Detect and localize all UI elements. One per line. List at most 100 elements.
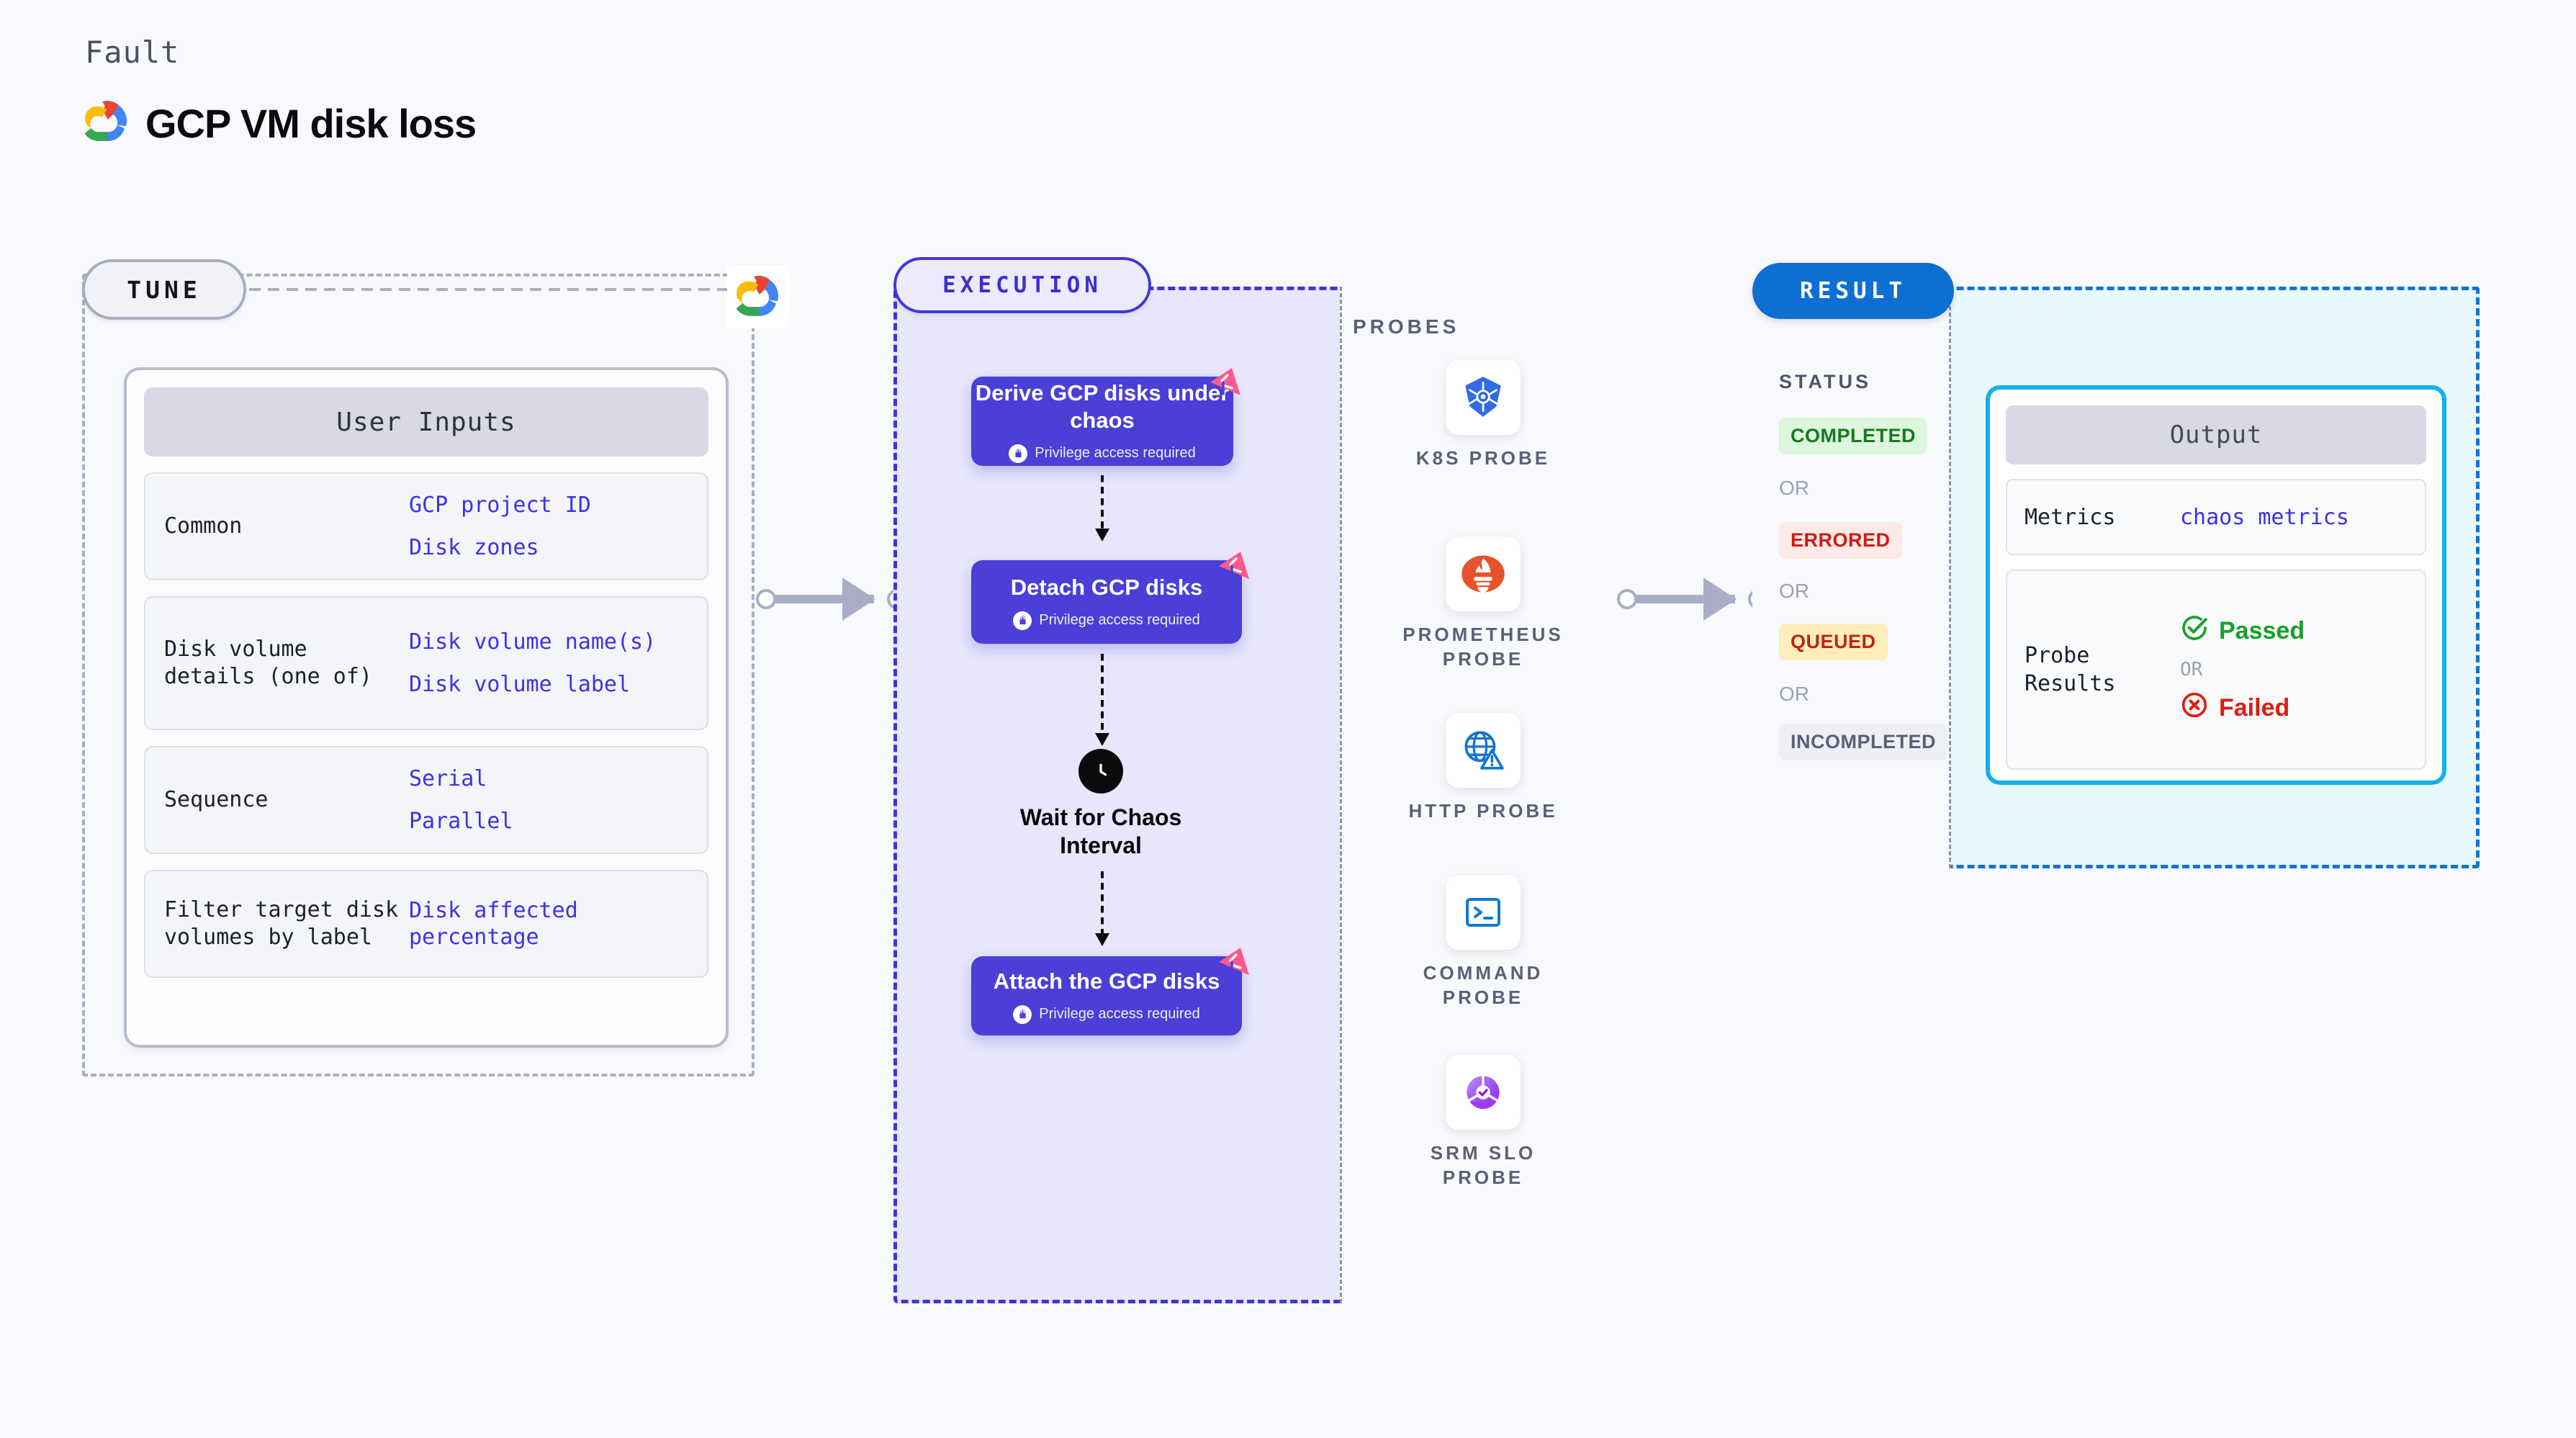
connector-execution-to-result bbox=[1617, 578, 1768, 621]
page-header: Fault GCP VM disk loss bbox=[84, 35, 477, 147]
probe-label: COMMAND PROBE bbox=[1423, 962, 1544, 1008]
flow-arrow bbox=[1095, 871, 1109, 946]
user-input-value[interactable]: Disk volume name(s) bbox=[409, 629, 657, 655]
kubernetes-icon bbox=[1446, 360, 1521, 435]
tune-connector-line bbox=[249, 288, 731, 291]
output-row-probe-results: Probe Results Passed OR bbox=[2006, 570, 2426, 770]
probe-label: PROMETHEUS PROBE bbox=[1402, 624, 1564, 670]
lock-icon bbox=[1013, 611, 1032, 630]
status-badge-completed: COMPLETED bbox=[1779, 418, 1928, 454]
check-circle-icon bbox=[2180, 614, 2209, 649]
user-input-row: Disk volume details (one of) Disk volume… bbox=[144, 596, 708, 730]
user-input-value[interactable]: Disk affected percentage bbox=[409, 897, 578, 951]
gcp-logo-icon bbox=[727, 265, 791, 328]
user-input-row: Filter target disk volumes by label Disk… bbox=[144, 870, 708, 978]
probe-item-k8s[interactable]: K8S PROBE bbox=[1390, 360, 1577, 471]
status-or-label: OR bbox=[1779, 580, 1809, 602]
chaos-flag-icon bbox=[1213, 547, 1253, 588]
flow-arrow-line bbox=[1101, 475, 1104, 529]
wait-for-chaos-interval-node: Wait for Chaos Interval bbox=[993, 749, 1209, 860]
execution-node-title: Attach the GCP disks bbox=[993, 969, 1220, 994]
flow-arrow bbox=[1095, 654, 1109, 746]
execution-node-detach[interactable]: Detach GCP disks Privilege access requir… bbox=[971, 552, 1249, 644]
clock-icon bbox=[1078, 749, 1123, 794]
probe-result-or-label: OR bbox=[2180, 659, 2203, 680]
probe-item-prometheus[interactable]: PROMETHEUS PROBE bbox=[1390, 536, 1577, 672]
execution-node-title: Derive GCP disks under chaos bbox=[975, 380, 1230, 433]
connector-arrowhead bbox=[1703, 578, 1737, 621]
user-input-key: Sequence bbox=[164, 786, 269, 812]
flow-arrow-head bbox=[1095, 529, 1109, 542]
user-input-key: Disk volume details (one of) bbox=[164, 636, 372, 689]
chaos-flag-icon bbox=[1204, 364, 1245, 404]
execution-node-derive[interactable]: Derive GCP disks under chaos Privilege a… bbox=[971, 368, 1240, 466]
connector-tune-to-execution bbox=[756, 578, 907, 621]
lock-icon bbox=[1009, 444, 1028, 463]
user-input-value[interactable]: GCP project ID bbox=[409, 492, 591, 518]
probe-label: K8S PROBE bbox=[1415, 447, 1551, 469]
output-card: Output Metrics chaos metrics Probe Resul… bbox=[1986, 385, 2446, 785]
user-input-value[interactable]: Disk zones bbox=[409, 535, 539, 560]
probe-label: HTTP PROBE bbox=[1408, 800, 1558, 822]
gcp-logo-icon bbox=[84, 101, 130, 146]
status-badge-incompleted: INCOMPLETED bbox=[1779, 724, 1948, 760]
result-badge[interactable]: RESULT bbox=[1752, 263, 1954, 319]
chaos-flag-icon bbox=[1213, 943, 1253, 984]
output-probe-results-key: Probe Results bbox=[2025, 643, 2116, 696]
flow-arrow-head bbox=[1095, 733, 1109, 746]
probe-item-srm-slo[interactable]: SRM SLO PROBE bbox=[1390, 1055, 1577, 1190]
srm-slo-icon bbox=[1446, 1055, 1521, 1130]
output-metrics-key: Metrics bbox=[2025, 504, 2116, 530]
flow-arrow-head bbox=[1095, 933, 1109, 946]
probe-item-command[interactable]: COMMAND PROBE bbox=[1390, 875, 1577, 1010]
privilege-text: Privilege access required bbox=[1035, 445, 1196, 462]
terminal-icon bbox=[1446, 875, 1521, 950]
output-heading: Output bbox=[2006, 405, 2426, 464]
connector-arrowhead bbox=[842, 578, 875, 621]
probe-result-failed: Failed bbox=[2180, 691, 2305, 726]
status-title: STATUS bbox=[1779, 371, 1871, 392]
output-row-metrics: Metrics chaos metrics bbox=[2006, 479, 2426, 555]
user-input-key: Common bbox=[164, 513, 243, 539]
flow-arrow-line bbox=[1101, 654, 1104, 733]
probe-result-failed-label: Failed bbox=[2219, 694, 2290, 722]
user-input-value[interactable]: Serial bbox=[409, 765, 487, 791]
connector-dot-left bbox=[756, 589, 776, 609]
probes-sublane bbox=[1340, 287, 1626, 1303]
fault-eyebrow: Fault bbox=[85, 35, 180, 70]
user-input-value[interactable]: Disk volume label bbox=[409, 672, 631, 697]
status-or-label: OR bbox=[1779, 477, 1809, 499]
page-title: GCP VM disk loss bbox=[145, 101, 477, 146]
prometheus-icon bbox=[1446, 536, 1521, 611]
user-input-row: Sequence Serial Parallel bbox=[144, 746, 708, 854]
result-status-column bbox=[1752, 287, 1951, 868]
probe-result-passed: Passed bbox=[2180, 614, 2305, 649]
connector-dot-left bbox=[1617, 589, 1637, 609]
privilege-text: Privilege access required bbox=[1039, 612, 1200, 629]
execution-node-title: Detach GCP disks bbox=[1010, 575, 1203, 601]
tune-badge[interactable]: TUNE bbox=[82, 259, 246, 320]
output-metrics-value[interactable]: chaos metrics bbox=[2180, 504, 2349, 530]
flow-arrow bbox=[1095, 475, 1109, 542]
execution-node-attach[interactable]: Attach the GCP disks Privilege access re… bbox=[971, 948, 1249, 1035]
globe-warning-icon bbox=[1446, 713, 1521, 788]
user-inputs-heading: User Inputs bbox=[144, 387, 708, 457]
user-input-value[interactable]: Parallel bbox=[409, 809, 513, 834]
privilege-text: Privilege access required bbox=[1039, 1006, 1200, 1023]
flow-arrow-line bbox=[1101, 871, 1104, 933]
probe-result-passed-label: Passed bbox=[2219, 617, 2305, 644]
probes-title: PROBES bbox=[1353, 315, 1460, 338]
privilege-note: Privilege access required bbox=[1013, 611, 1200, 630]
execution-badge[interactable]: EXECUTION bbox=[893, 257, 1151, 313]
lock-icon bbox=[1013, 1005, 1032, 1024]
x-circle-icon bbox=[2180, 691, 2209, 726]
user-inputs-card: User Inputs Common GCP project ID Disk z… bbox=[124, 367, 729, 1048]
status-badge-errored: ERRORED bbox=[1779, 522, 1902, 559]
user-input-row: Common GCP project ID Disk zones bbox=[144, 472, 708, 580]
probe-label: SRM SLO PROBE bbox=[1430, 1142, 1536, 1188]
privilege-note: Privilege access required bbox=[1013, 1005, 1200, 1024]
probe-item-http[interactable]: HTTP PROBE bbox=[1390, 713, 1577, 824]
user-input-key: Filter target disk volumes by label bbox=[164, 896, 399, 950]
tune-lane bbox=[82, 274, 755, 1077]
status-or-label: OR bbox=[1779, 683, 1809, 705]
